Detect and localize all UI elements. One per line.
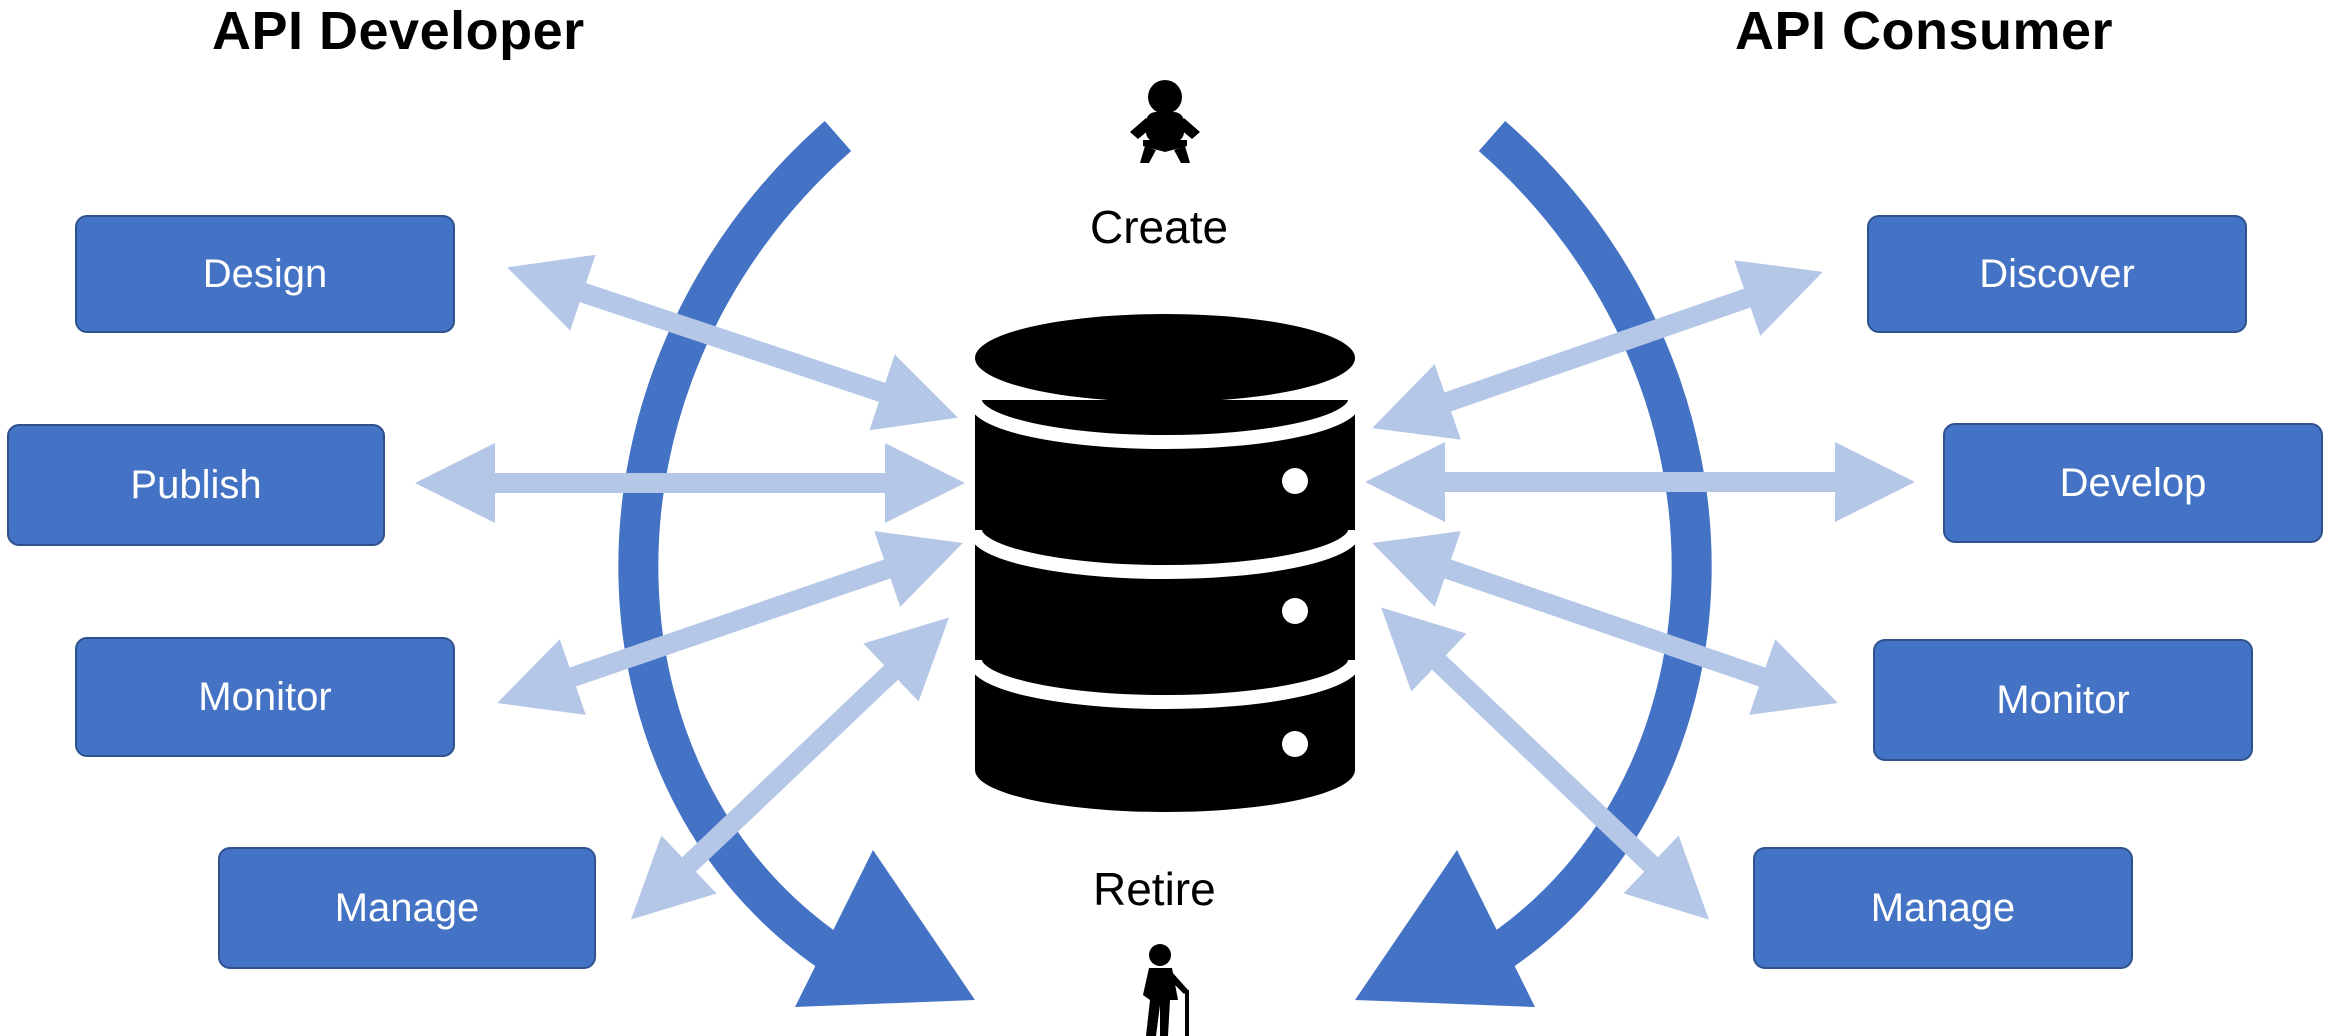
- discover-connector-arrow: [1372, 260, 1823, 440]
- manage-connector-arrow: [1381, 607, 1709, 920]
- publish-box: Publish: [7, 424, 385, 546]
- manage-box: Manage: [1753, 847, 2133, 969]
- elderly-person-icon: [1143, 944, 1189, 1036]
- baby-icon: [1130, 80, 1200, 163]
- design-connector-arrow: [507, 254, 958, 431]
- monitor-box: Monitor: [1873, 639, 2253, 761]
- consumer-connector-arrows: [1365, 260, 1915, 920]
- discover-box: Discover: [1867, 215, 2247, 333]
- developer-connector-arrows: [415, 254, 965, 920]
- monitor-box: Monitor: [75, 637, 455, 757]
- developer-heading: API Developer: [212, 1, 585, 61]
- right-curved-arrow: [1355, 120, 1712, 1007]
- develop-box: Develop: [1943, 423, 2323, 543]
- manage-box: Manage: [218, 847, 596, 969]
- manage-connector-arrow: [631, 617, 949, 920]
- design-box: Design: [75, 215, 455, 333]
- monitor-connector-arrow: [497, 531, 963, 715]
- consumer-heading: API Consumer: [1735, 1, 2114, 61]
- database-icon: [968, 314, 1362, 812]
- monitor-connector-arrow: [1372, 531, 1838, 715]
- create-label: Create: [1090, 201, 1229, 253]
- retire-label: Retire: [1093, 863, 1216, 915]
